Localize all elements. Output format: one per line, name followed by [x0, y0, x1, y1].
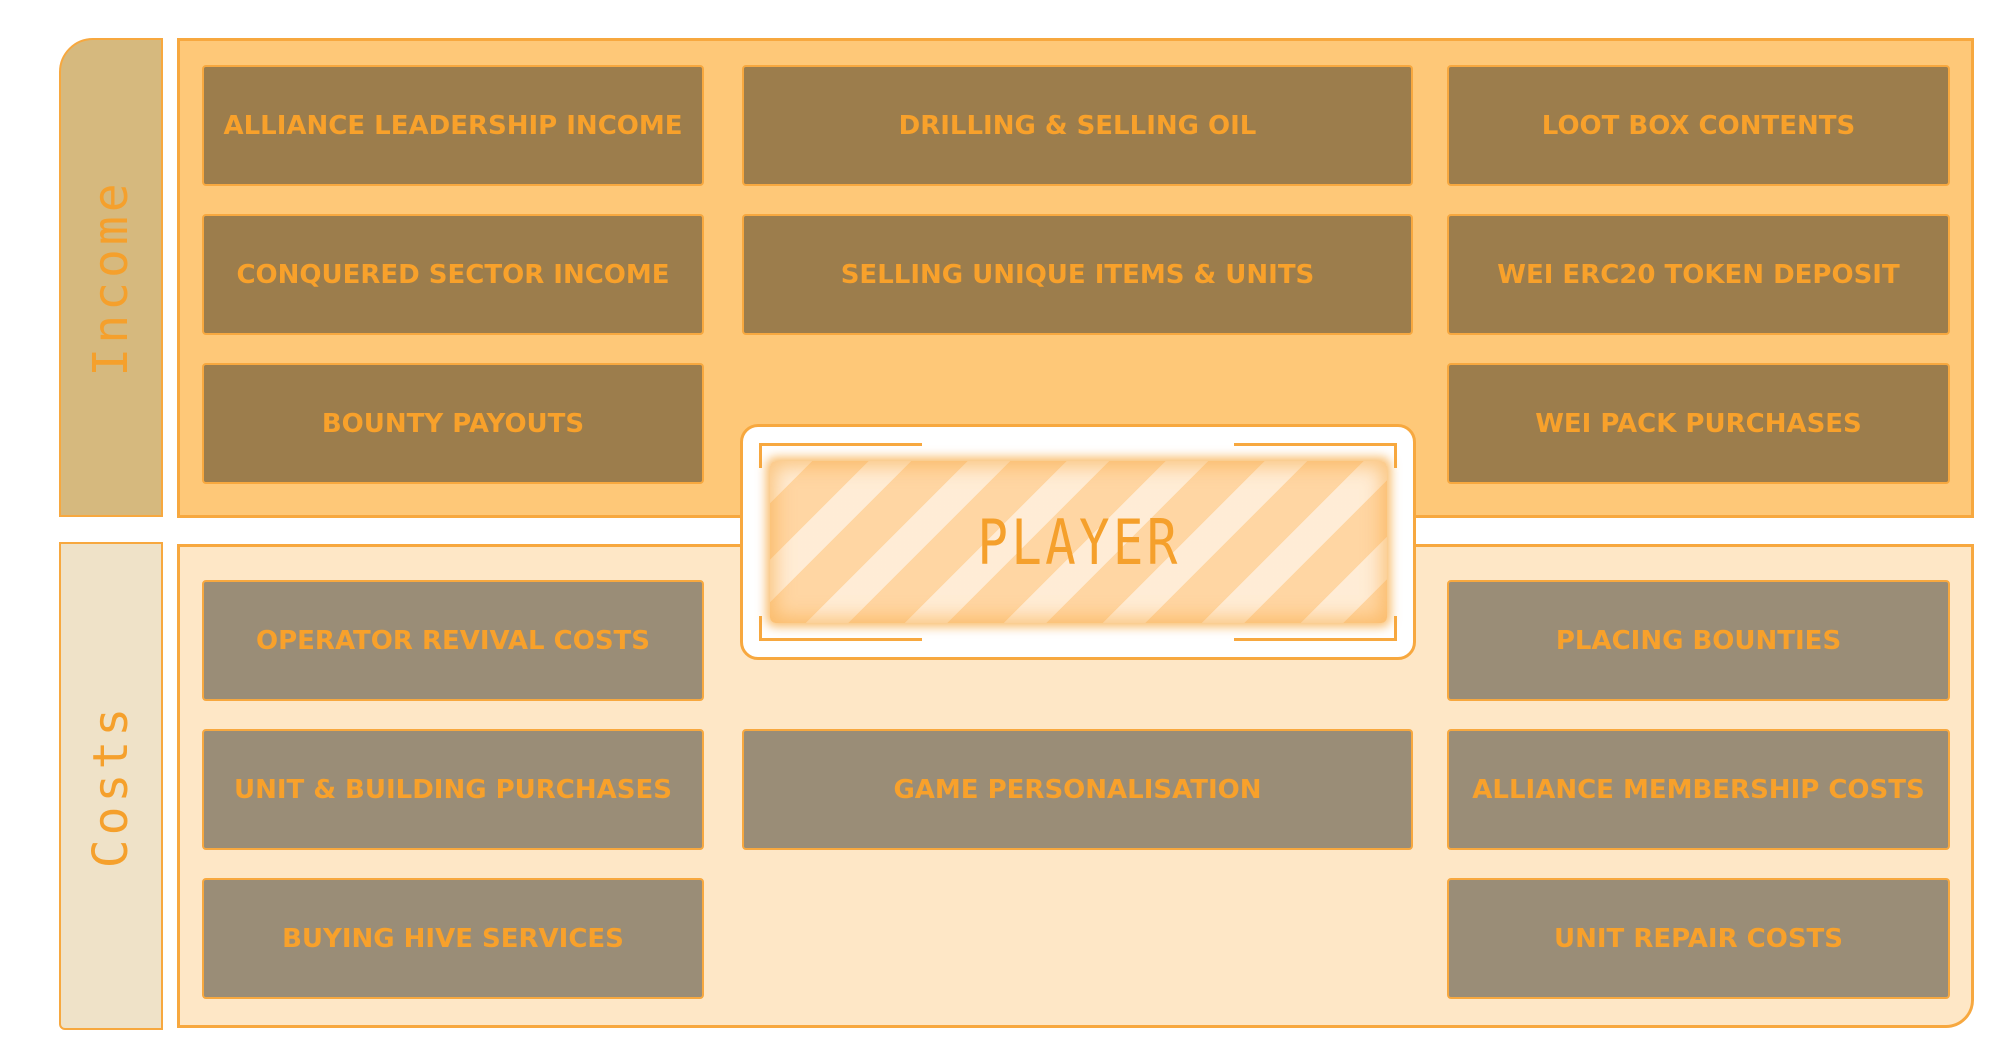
corner-bracket [1234, 443, 1397, 468]
cost-card-unit-building: UNIT & BUILDING PURCHASES [202, 729, 704, 850]
player-label: PLAYER [976, 505, 1181, 579]
income-card-bounty-payouts: BOUNTY PAYOUTS [202, 363, 704, 484]
costs-section-label: Costs [83, 703, 139, 869]
income-card-conquered-sector: CONQUERED SECTOR INCOME [202, 214, 704, 335]
cost-card-hive-services: BUYING HIVE SERVICES [202, 878, 704, 999]
income-side-tab: Income [59, 38, 163, 517]
player-node: PLAYER [770, 461, 1387, 623]
cost-card-placing-bounties: PLACING BOUNTIES [1447, 580, 1950, 701]
corner-bracket [759, 616, 922, 641]
cost-card-unit-repair: UNIT REPAIR COSTS [1447, 878, 1950, 999]
income-card-wei-erc20: WEI ERC20 TOKEN DEPOSIT [1447, 214, 1950, 335]
corner-bracket [1234, 616, 1397, 641]
income-card-selling-items: SELLING UNIQUE ITEMS & UNITS [742, 214, 1413, 335]
cost-card-alliance-membership: ALLIANCE MEMBERSHIP COSTS [1447, 729, 1950, 850]
income-card-loot-box: LOOT BOX CONTENTS [1447, 65, 1950, 186]
income-card-drilling-oil: DRILLING & SELLING OIL [742, 65, 1413, 186]
corner-bracket [759, 443, 922, 468]
cost-card-operator-revival: OPERATOR REVIVAL COSTS [202, 580, 704, 701]
cost-card-game-personalisation: GAME PERSONALISATION [742, 729, 1413, 850]
income-card-alliance-leadership: ALLIANCE LEADERSHIP INCOME [202, 65, 704, 186]
costs-side-tab: Costs [59, 542, 163, 1030]
income-card-wei-pack: WEI PACK PURCHASES [1447, 363, 1950, 484]
income-section-label: Income [83, 178, 139, 377]
